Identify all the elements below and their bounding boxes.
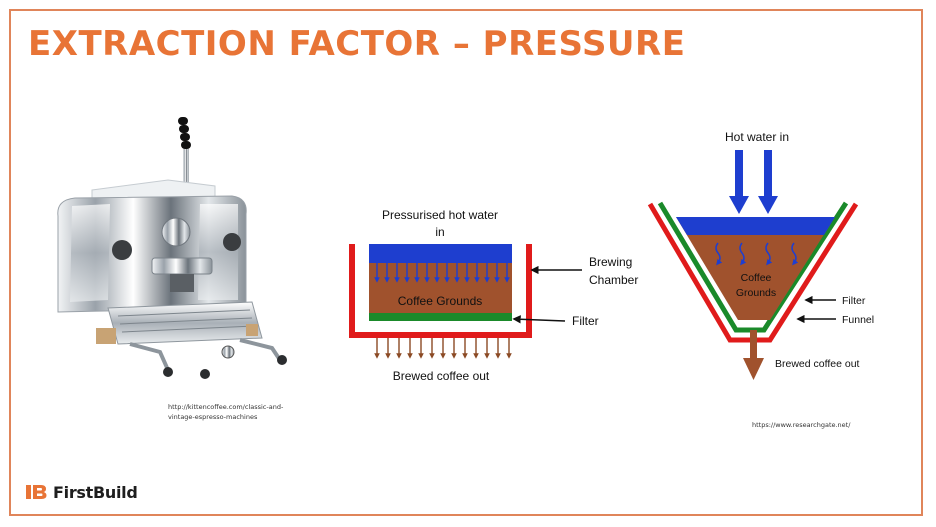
espresso-grounds-label: Coffee Grounds xyxy=(398,294,483,308)
drip-grounds-label-1: Coffee xyxy=(741,272,772,284)
espresso-out-label: Brewed coffee out xyxy=(393,369,490,383)
brewing-chamber-label-2: Chamber xyxy=(589,273,638,287)
drip-seep-arrows xyxy=(715,242,799,266)
brand-name: FirstBuild xyxy=(53,482,138,502)
drip-out-label: Brewed coffee out xyxy=(775,358,860,370)
drip-coffee-grounds xyxy=(676,217,835,320)
coffee-grounds-layer xyxy=(369,263,512,313)
pressurised-water-layer xyxy=(369,244,512,263)
drip-grounds-label-2: Grounds xyxy=(736,287,776,299)
brewing-chamber-label-1: Brewing xyxy=(589,255,632,269)
espresso-machine-image xyxy=(57,117,287,379)
drip-funnel-diagram: Hot water in Coffee Grounds Filter Funne… xyxy=(647,130,874,380)
brewing-chamber xyxy=(349,244,532,338)
espresso-pressure-diagram: Pressurised hot water in Coffee Grounds xyxy=(349,208,638,383)
water-down-arrows xyxy=(374,262,510,283)
espresso-filter-label: Filter xyxy=(572,314,599,328)
drip-funnel-label: Funnel xyxy=(842,314,874,326)
espresso-filter xyxy=(369,313,512,321)
firstbuild-logo-icon xyxy=(26,485,47,499)
slide-frame xyxy=(9,9,923,516)
firstbuild-brand: FirstBuild xyxy=(26,482,138,502)
drip-filter-label: Filter xyxy=(842,295,866,307)
brewed-coffee-out-arrows xyxy=(374,338,512,359)
espresso-water-in-label-1: Pressurised hot water xyxy=(382,208,498,222)
slide-title: EXTRACTION FACTOR – PRESSURE xyxy=(28,24,686,64)
drip-water-layer xyxy=(676,217,835,235)
espresso-filter-pointer xyxy=(512,315,566,324)
espresso-image-credit: http://kittencoffee.com/classic-and-vint… xyxy=(168,403,284,421)
drip-out-arrow xyxy=(743,330,764,380)
espresso-water-in-label-2: in xyxy=(435,225,444,239)
drip-water-in-label: Hot water in xyxy=(725,130,789,144)
drip-diagram-credit: https://www.researchgate.net/ xyxy=(752,421,851,429)
hot-water-in-arrows xyxy=(729,150,778,214)
